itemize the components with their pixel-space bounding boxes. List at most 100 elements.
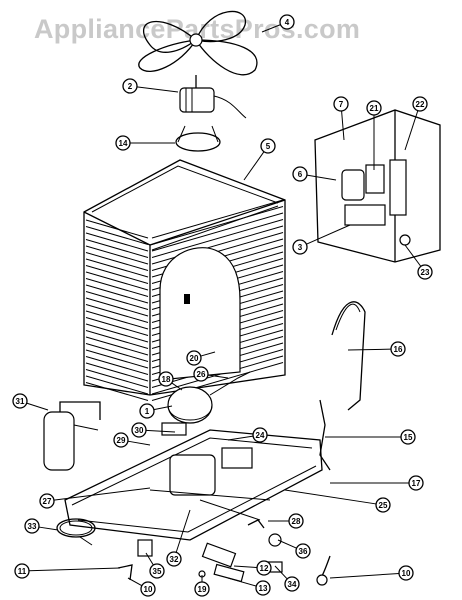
callout-circle <box>166 551 182 567</box>
part-callout-29[interactable]: 29 <box>113 432 151 448</box>
part-callout-20[interactable]: 20 <box>186 350 216 366</box>
callout-label: 24 <box>256 431 265 440</box>
part-callout-13[interactable]: 13 <box>227 577 271 596</box>
leader-line <box>274 565 288 580</box>
part-callout-5[interactable]: 5 <box>243 138 276 181</box>
callout-circle <box>366 100 382 116</box>
callout-circle <box>333 96 349 112</box>
leader-line <box>145 552 154 566</box>
callout-circle <box>408 475 424 491</box>
part-callout-24[interactable]: 24 <box>227 427 268 443</box>
part-callout-22[interactable]: 22 <box>404 96 428 151</box>
part-callout-16[interactable]: 16 <box>347 341 406 357</box>
leader-line <box>306 174 337 181</box>
part-callout-19[interactable]: 19 <box>194 575 210 597</box>
refrigerant-tubing <box>319 301 366 471</box>
part-callout-18[interactable]: 18 <box>158 371 183 391</box>
coil-fin <box>85 362 149 382</box>
part-callout-32[interactable]: 32 <box>166 509 191 567</box>
callout-circle <box>252 427 268 443</box>
part-callout-34[interactable]: 34 <box>274 565 300 592</box>
callout-label: 20 <box>190 354 199 363</box>
callout-circle <box>122 78 138 94</box>
callout-label: 3 <box>298 243 303 252</box>
callout-label: 18 <box>162 375 171 384</box>
part-callout-10[interactable]: 10 <box>329 565 414 581</box>
coil-fin <box>85 375 149 395</box>
callout-circle <box>255 580 271 596</box>
leader-line <box>227 577 257 587</box>
callout-label: 16 <box>394 345 403 354</box>
compressor <box>161 371 251 436</box>
leader-line <box>227 435 254 441</box>
leader-line <box>306 224 351 245</box>
coil-fin <box>85 245 149 265</box>
coil-fin <box>85 330 149 349</box>
coil-fin <box>151 355 284 395</box>
part-callout-31[interactable]: 31 <box>12 393 49 411</box>
part-callout-21[interactable]: 21 <box>366 100 382 170</box>
part-callout-27[interactable]: 27 <box>39 487 151 509</box>
callout-circle <box>288 513 304 529</box>
callout-label: 29 <box>117 436 126 445</box>
part-callout-6[interactable]: 6 <box>292 166 337 182</box>
callout-circle <box>398 565 414 581</box>
coil-fin <box>85 265 149 284</box>
part-callout-2[interactable]: 2 <box>122 78 179 94</box>
part-callout-17[interactable]: 17 <box>330 475 424 491</box>
callout-circle <box>113 432 129 448</box>
part-callout-3[interactable]: 3 <box>292 224 351 255</box>
part-callout-11[interactable]: 11 <box>14 563 121 579</box>
part-callout-28[interactable]: 28 <box>268 513 304 529</box>
part-callout-23[interactable]: 23 <box>404 244 433 280</box>
coil-fin <box>85 369 149 388</box>
callout-circle <box>194 581 210 597</box>
leader-line <box>53 487 151 501</box>
callout-label: 14 <box>119 139 128 148</box>
leader-line <box>207 374 229 379</box>
leader-line <box>404 244 422 267</box>
callout-label: 12 <box>260 564 269 573</box>
coil-fin <box>85 232 149 252</box>
callout-circle <box>186 350 202 366</box>
part-callout-14[interactable]: 14 <box>115 135 175 151</box>
coil-fin <box>85 284 149 304</box>
part-callout-25[interactable]: 25 <box>284 489 391 513</box>
callout-circle <box>12 393 28 409</box>
leader-line <box>329 572 400 579</box>
part-callout-1[interactable]: 1 <box>139 403 173 419</box>
leader-line <box>261 24 281 33</box>
callout-label: 5 <box>266 142 271 151</box>
coil-fin <box>85 291 149 310</box>
part-callout-33[interactable]: 33 <box>24 518 59 534</box>
control-box <box>314 109 441 263</box>
coil-fin <box>85 226 149 245</box>
part-callout-26[interactable]: 26 <box>193 366 229 382</box>
leader-line <box>175 509 191 553</box>
part-callout-7[interactable]: 7 <box>333 96 349 141</box>
callout-circle <box>284 576 300 592</box>
part-callout-12[interactable]: 12 <box>233 560 272 576</box>
leader-line <box>28 567 121 572</box>
accumulator <box>43 401 101 471</box>
callout-label: 32 <box>170 555 179 564</box>
leader-line <box>404 110 419 151</box>
leader-line <box>233 565 258 569</box>
coil-fin <box>151 212 284 252</box>
leader-line <box>153 405 173 411</box>
part-callout-4[interactable]: 4 <box>261 14 295 33</box>
leader-line <box>127 440 151 446</box>
part-callout-30[interactable]: 30 <box>131 422 176 438</box>
part-callout-15[interactable]: 15 <box>325 429 416 445</box>
coil-fin <box>85 343 149 362</box>
coil-fin <box>85 219 149 239</box>
coil-fin <box>85 356 149 375</box>
part-callout-35[interactable]: 35 <box>145 552 165 579</box>
part-callout-10[interactable]: 10 <box>127 577 156 597</box>
callout-circle <box>375 497 391 513</box>
part-callout-36[interactable]: 36 <box>277 539 311 559</box>
callout-label: 22 <box>416 100 425 109</box>
callout-circle <box>193 366 209 382</box>
motor-mount <box>175 125 221 152</box>
